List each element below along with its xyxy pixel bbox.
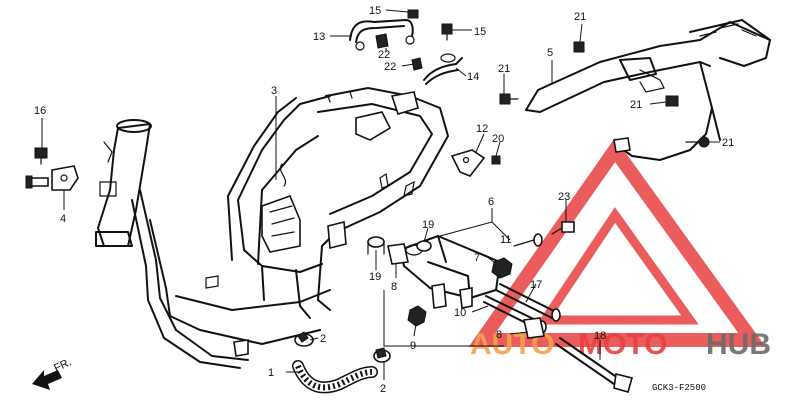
bracket-part-12 xyxy=(450,149,486,177)
nut-part-7 xyxy=(491,257,513,279)
bolt-part-15-right xyxy=(441,23,453,41)
bolt-part-11 xyxy=(513,233,543,247)
clamp-part-2-lower xyxy=(373,347,391,363)
label-part-7: 7 xyxy=(474,252,480,264)
clamp-part-22-lower xyxy=(411,57,423,71)
hanger-part-6 xyxy=(399,235,501,309)
label-part-5: 5 xyxy=(547,47,553,59)
watermark-moto: MOTO xyxy=(578,328,667,361)
label-part-18: 18 xyxy=(594,330,606,342)
label-part-2-lower: 2 xyxy=(380,383,386,395)
bolt-part-18 xyxy=(555,337,633,393)
bolt-part-23 xyxy=(551,221,575,235)
label-part-6: 6 xyxy=(488,196,494,208)
collar-part-8-upper xyxy=(387,243,409,265)
clamp-part-22-upper xyxy=(375,33,389,49)
clamp-part-2-upper xyxy=(294,331,314,347)
label-part-19-right: 19 xyxy=(422,219,434,231)
diagram-code: GCK3-F2500 xyxy=(652,383,706,393)
bolt-part-21-mid xyxy=(665,95,679,107)
main-frame xyxy=(95,87,449,369)
bolt-part-21-left xyxy=(499,93,519,105)
label-part-1: 1 xyxy=(268,367,274,379)
label-part-22-upper: 22 xyxy=(378,49,390,61)
bolt-part-16 xyxy=(34,147,48,165)
collar-part-8-lower xyxy=(523,317,545,339)
label-part-21-left: 21 xyxy=(498,63,510,75)
bushing-part-19-left xyxy=(367,236,385,255)
bolt-part-21-right xyxy=(685,136,710,148)
carrier-part-5 xyxy=(525,19,771,161)
label-part-3: 3 xyxy=(271,85,277,97)
label-part-23: 23 xyxy=(558,191,570,203)
bolt-part-20 xyxy=(491,155,501,165)
leader-lines xyxy=(41,9,720,380)
front-arrow xyxy=(32,370,62,390)
label-part-21-mid: 21 xyxy=(630,99,642,111)
watermark-logo xyxy=(468,137,766,347)
label-part-4: 4 xyxy=(60,213,66,225)
hose-part-1 xyxy=(292,360,378,394)
watermark-hub: HUB xyxy=(706,328,771,361)
bushing-part-19-right xyxy=(416,240,432,252)
label-part-15-top: 15 xyxy=(369,5,381,17)
pipe-part-13 xyxy=(349,19,415,51)
pipe-part-14 xyxy=(423,53,463,85)
bolt-part-15-top xyxy=(407,9,419,19)
label-part-21-top: 21 xyxy=(574,11,586,23)
nut-part-9 xyxy=(407,305,427,327)
label-part-13: 13 xyxy=(313,31,325,43)
bracket-part-4 xyxy=(25,165,79,191)
label-part-8-lower: 8 xyxy=(496,329,502,341)
front-label: FR. xyxy=(52,356,73,374)
label-part-19-left: 19 xyxy=(369,271,381,283)
label-part-2-upper: 2 xyxy=(320,333,326,345)
label-part-20: 20 xyxy=(492,133,504,145)
label-part-9: 9 xyxy=(410,340,416,352)
label-part-14: 14 xyxy=(467,71,479,83)
label-part-11: 11 xyxy=(500,234,511,246)
label-part-16: 16 xyxy=(34,105,46,117)
label-part-17: 17 xyxy=(530,279,542,291)
label-part-21-right: 21 xyxy=(722,137,734,149)
label-part-8-upper: 8 xyxy=(391,281,397,293)
label-part-12: 12 xyxy=(476,123,488,135)
bolt-part-21-top xyxy=(573,41,585,53)
label-part-22-lower: 22 xyxy=(384,61,396,73)
label-part-15-right: 15 xyxy=(474,26,486,38)
label-part-10: 10 xyxy=(454,307,466,319)
